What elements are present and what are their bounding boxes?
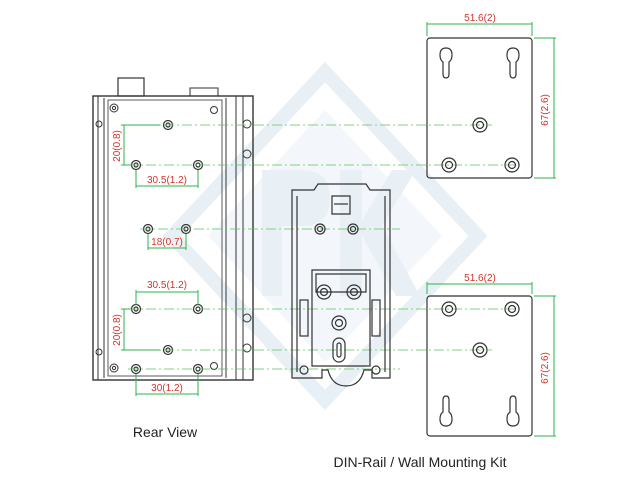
wall-plate-top-dimensions: [426, 22, 556, 179]
kit-caption: DIN-Rail / Wall Mounting Kit: [334, 454, 507, 470]
din-rail-clip: [291, 183, 391, 387]
watermark-logo-icon: [162, 61, 488, 411]
wall-plate-bottom: [426, 295, 533, 437]
rear-dimension-lines: [121, 124, 199, 396]
rear-middle-label: 18(0.7): [151, 237, 183, 248]
rear-view-caption: Rear View: [133, 424, 198, 440]
wall-top-width-label: 51.6(2): [464, 13, 496, 24]
rear-horizontal-bottom-label: 30(1.2): [151, 383, 183, 394]
wall-plate-bottom-dimensions: [426, 282, 556, 437]
center-lines: [128, 124, 520, 370]
rear-view-device: [92, 77, 254, 381]
wall-top-height-label: 67(2.6): [540, 94, 551, 126]
rear-vertical-lower-label: 20(0.8): [112, 314, 123, 346]
rear-vertical-top-label: 20(0.8): [112, 130, 123, 162]
rear-horizontal-top-label: 30.5(1.2): [147, 175, 187, 186]
wall-bottom-width-label: 51.6(2): [464, 273, 496, 284]
wall-plate-top: [426, 37, 533, 179]
wall-bottom-height-label: 67(2.6): [540, 352, 551, 384]
rear-horizontal-lower-label: 30.5(1.2): [147, 280, 187, 291]
